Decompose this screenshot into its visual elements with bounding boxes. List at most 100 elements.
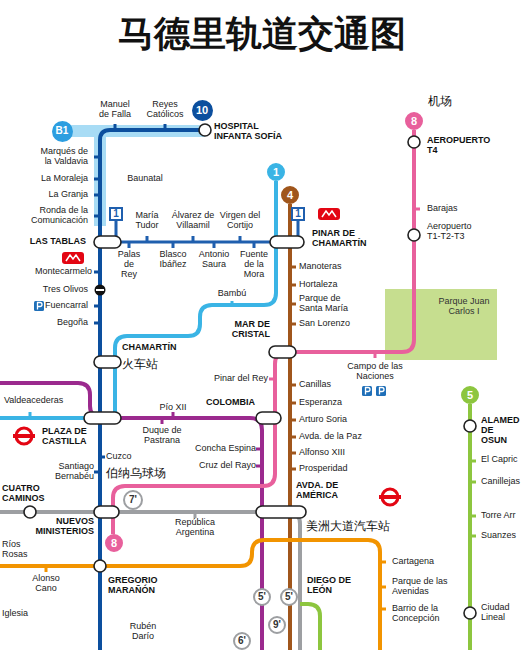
map-title: 马德里轨道交通图 [0,12,524,56]
station-name: Suanzes [481,531,516,541]
station-name-major: COLOMBIA [206,398,255,408]
station-name: Iglesia [2,609,28,619]
line-badge: 1 [267,163,285,181]
line-number: 1 [295,209,301,219]
line-badge: 7' [123,490,143,510]
station-name: Arturo Soria [299,415,347,425]
chinese-note: 火车站 [122,358,158,371]
interchange-station [94,356,121,368]
station-name-major: DIEGO DE LEÓN [307,576,351,596]
line-badge: 8 [405,112,423,130]
line-number: 1 [113,209,119,219]
station-name: Torre Arr [481,511,516,521]
station-name-major: AVDA. DE AMÉRICA [296,481,356,501]
interchange-station [270,236,304,248]
interchange-station [464,607,476,619]
metro-logo-bar [379,495,401,499]
station-name-major: ALAMED DE OSUN [481,416,521,446]
station-name: Barajas [427,204,458,214]
station-name-major: GREGORIO MARAÑÓN [108,576,168,596]
station-name-major: PINAR DE CHAMARTÍN [312,229,376,249]
line-number: 8 [411,116,417,127]
station-name: Concha Espina [195,444,256,454]
line-badge: 5' [253,588,271,606]
interchange-station [199,124,211,136]
station-name: Alfonso XIII [299,448,345,458]
line-badge: 6' [233,632,251,650]
parking-icon [376,386,386,396]
station-name: Marqués de la Valdavia [32,147,88,167]
metro-line [0,512,300,650]
line-number: 10 [196,105,208,116]
station-name-major: PLAZA DE CASTILLA [42,427,94,447]
line-badge: 9' [268,616,286,634]
station-tick [290,267,296,469]
station-name-major: CHAMARTÍN [122,343,177,353]
station-name: Canillas [299,380,331,390]
station-name-major: NUEVOS MINISTERIOS [30,517,94,537]
station-name: Manuel de Falla [94,100,136,120]
light-rail-logo [62,252,84,264]
station-name: Montecarmelo [35,267,92,277]
line-badge: 5 [461,386,479,404]
station-name: San Lorenzo [299,319,350,329]
station-name: Fuente de la Mora [239,250,269,280]
line-badge: 10 [192,100,213,121]
station-name: Reyes Católicos [141,100,189,120]
park-name: Parque Juan Carlos I [435,296,493,317]
metro-line [300,404,470,650]
park-area [385,289,497,360]
station-name: Bambú [218,289,247,299]
station-name: El Capric [481,455,518,465]
station-name: Antonio Saura [196,250,232,270]
light-rail-logo-mark [66,255,80,261]
line-number: 6' [238,636,246,646]
station-name: República Argentina [167,518,223,538]
interchange-station [464,420,476,432]
line-number: 5' [285,592,293,602]
station-name: Pinar del Rey [214,374,268,384]
interchange-station [84,412,121,424]
line-number: 7' [129,495,137,505]
terminus-symbol [95,285,106,296]
interchange-station [408,229,420,241]
parking-icon-mark [38,303,43,310]
station-name: Cartagena [392,557,434,567]
line-number: 5' [258,592,266,602]
station-name: Álvarez de Villaamil [170,211,216,231]
interchange-station [24,506,36,518]
metro-line [0,540,380,650]
station-name: Hortaleza [299,280,338,290]
park-region: Parque Juan Carlos I [385,289,497,360]
station-name: Pío XII [159,403,186,413]
station-name: Barrio de la Concepción [392,604,452,624]
station-name: Alonso Cano [29,574,63,594]
station-name: Avda. de la Paz [299,432,362,442]
station-name: Cruz del Rayo [199,461,256,471]
station-name: Valdeacederas [4,396,63,406]
station-name-major: MAR DE CRISTAL [222,320,270,340]
station-name: Tres Olivos [43,285,88,295]
station-name: La Moraleja [41,174,88,184]
line-number: 9' [273,620,281,630]
station-name: Ciudad Lineal [481,603,517,623]
light-rail-badge: 1 [291,207,305,221]
interchange-station [269,346,296,358]
station-name: Ronda de la Comunicación [26,206,88,226]
station-name: Palas de Rey [115,250,143,280]
terminus-bar [96,289,104,291]
line-number: B1 [56,126,69,136]
station-name: Fuencarral [45,301,88,311]
station-tick [129,236,254,248]
line-badge: 8 [105,534,123,552]
interchange-station [408,136,420,148]
station-name: Ríos Rosas [2,540,32,560]
line-badge: B1 [52,121,73,142]
station-name: Baunatal [127,174,163,184]
station-name: Manoteras [299,262,342,272]
station-name-major: CUATRO CAMINOS [2,484,52,504]
station-tick [269,209,420,379]
station-name: Canillejas [481,477,520,487]
station-name: Parque de Santa María [299,294,359,314]
